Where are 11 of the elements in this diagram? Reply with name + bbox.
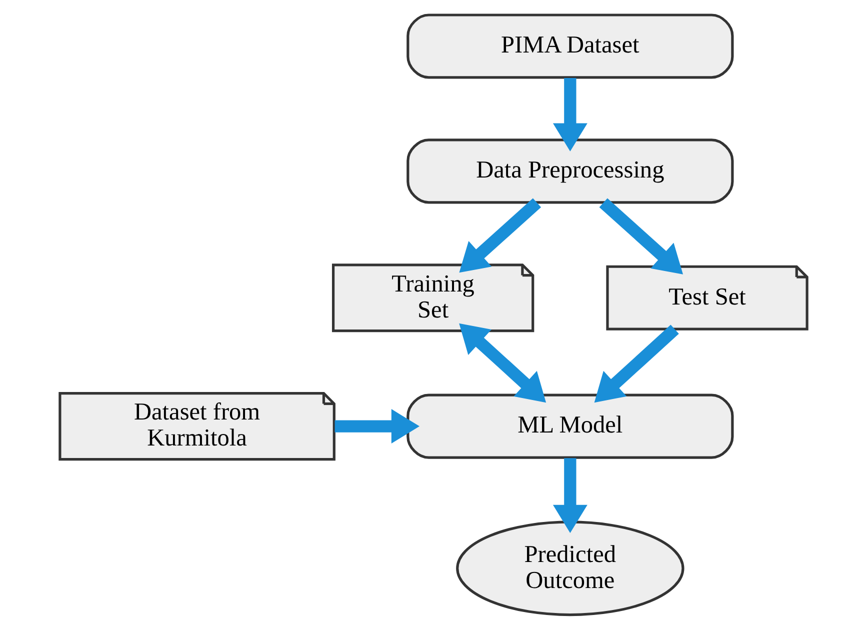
arrow	[594, 324, 678, 403]
node-box: Data Preprocessing	[406, 138, 734, 204]
arrow	[598, 198, 683, 274]
node-ellipse: Predicted Outcome	[456, 520, 684, 616]
arrow	[552, 458, 587, 533]
arrow	[334, 409, 420, 444]
arrow	[458, 323, 546, 403]
arrow	[552, 78, 587, 152]
arrow	[458, 198, 541, 273]
node-box: PIMA Dataset	[406, 14, 734, 79]
node-box: ML Model	[406, 394, 734, 459]
